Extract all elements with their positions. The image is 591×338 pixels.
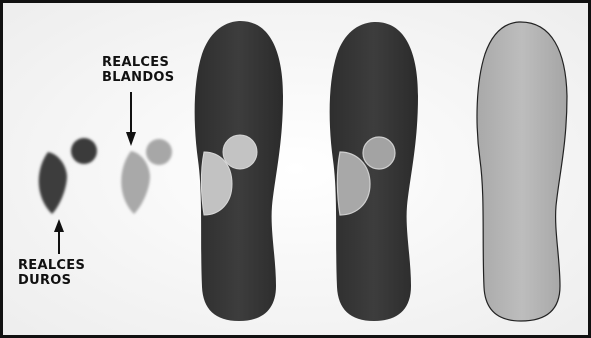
metatarsal-pad-insert: [363, 137, 395, 169]
hard-pads-label: REALCES DUROS: [18, 258, 85, 288]
hard-label-line2: DUROS: [18, 273, 85, 288]
soft-label-line1: REALCES: [102, 55, 174, 70]
soft-metatarsal-pad: [146, 139, 172, 165]
insole-with-light-pads: [195, 21, 283, 321]
soft-pads-label: REALCES BLANDOS: [102, 55, 174, 85]
soft-label-line2: BLANDOS: [102, 70, 174, 85]
metatarsal-pad-insert: [223, 135, 257, 169]
hard-label-line1: REALCES: [18, 258, 85, 273]
insole-light-plain: [477, 22, 567, 321]
hard-metatarsal-pad: [71, 138, 97, 164]
insole-with-grey-pads: [330, 22, 418, 321]
